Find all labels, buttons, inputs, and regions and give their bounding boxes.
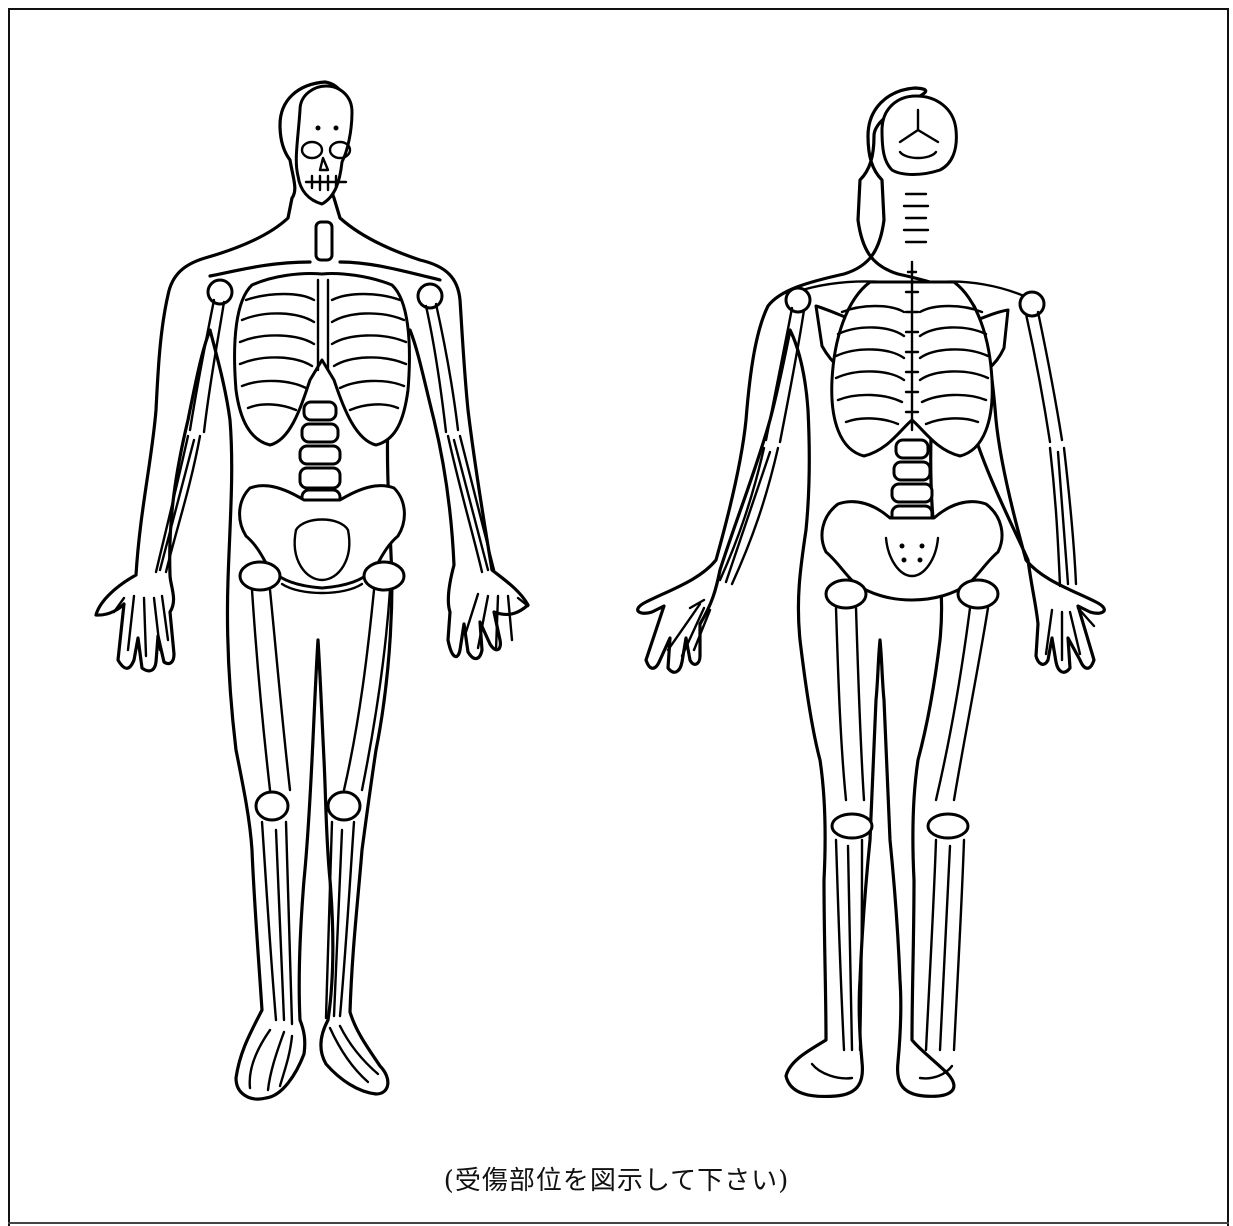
back-forearm-right [1050,448,1076,586]
front-femur-left [344,590,390,790]
front-body-outline [96,82,528,1099]
back-knee-right [928,814,968,838]
front-femur-right [252,590,290,790]
back-tibia-right [926,840,964,1050]
front-cervical-spine [316,222,332,260]
caption: (受傷部位を図示して下さい) [0,1160,1233,1197]
back-femur-right [936,608,988,800]
front-hand-left [466,594,528,650]
back-view-figure[interactable] [638,88,1105,1096]
front-knee-right [256,792,288,820]
front-forearm-right [156,436,200,572]
back-lumbar-spine [892,440,932,526]
back-humerus-left [766,308,804,442]
front-knee-left [328,792,360,820]
front-view-figure[interactable] [96,82,528,1099]
back-knee-left [832,814,872,838]
front-foot-right [250,1030,292,1090]
front-tibia-right [262,822,292,1024]
back-cervical-spine [904,194,928,242]
back-foot-right [920,1066,952,1078]
back-foot-left [812,1064,852,1078]
back-humerus-right [1026,312,1062,442]
back-skull [882,96,956,175]
front-lumbar-spine [300,402,340,510]
back-femur-left [836,608,864,800]
